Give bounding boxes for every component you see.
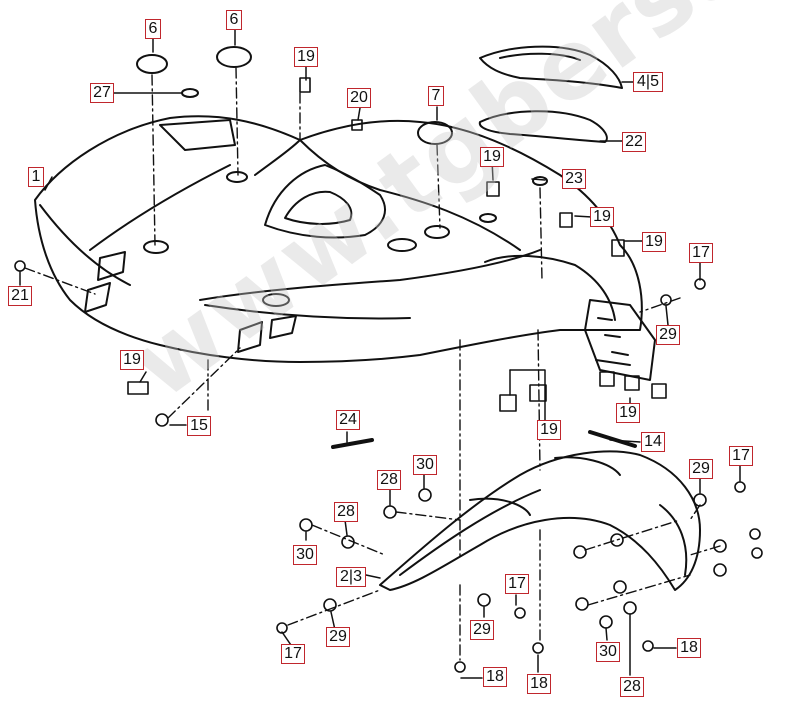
callout-28-b: 28	[334, 502, 358, 522]
callout-19-f: 19	[537, 420, 561, 440]
callout-19-g: 19	[616, 403, 640, 423]
rod-14	[588, 430, 637, 448]
callout-6-right: 6	[226, 10, 242, 30]
callout-17-d: 17	[729, 446, 753, 466]
callout-24: 24	[336, 410, 360, 430]
callout-28-a: 28	[377, 470, 401, 490]
clip-parts	[127, 77, 667, 412]
plug-23	[532, 176, 548, 186]
callout-19-top: 19	[294, 47, 318, 67]
callout-19-b: 19	[480, 147, 504, 167]
callout-29-top: 29	[656, 325, 680, 345]
gasket-ring	[478, 110, 608, 143]
callout-29-c: 29	[326, 627, 350, 647]
callout-23: 23	[562, 169, 586, 189]
assembly-lines	[24, 67, 721, 661]
cap-middle	[216, 46, 252, 68]
callout-17-c: 17	[281, 644, 305, 664]
callout-21: 21	[8, 286, 32, 306]
callout-17-top: 17	[689, 243, 713, 263]
callout-2-3: 2|3	[336, 567, 366, 587]
rod-24	[331, 438, 374, 449]
callout-19-c: 19	[590, 207, 614, 227]
rear-fender	[379, 450, 701, 591]
callout-15: 15	[187, 416, 211, 436]
callout-30-b: 30	[293, 545, 317, 565]
callout-19-d: 19	[642, 232, 666, 252]
plug-27	[181, 88, 199, 98]
callout-18-b: 18	[527, 674, 551, 694]
callout-30-c: 30	[596, 642, 620, 662]
cap-right	[417, 121, 453, 145]
callout-14: 14	[641, 432, 665, 452]
top-trim-piece	[479, 45, 623, 89]
callout-4-5: 4|5	[633, 72, 663, 92]
callout-30-a: 30	[413, 455, 437, 475]
cap-left	[136, 54, 168, 74]
callout-17-b: 17	[505, 574, 529, 594]
callout-29-b: 29	[470, 620, 494, 640]
callout-18-c: 18	[677, 638, 701, 658]
callout-18-a: 18	[483, 667, 507, 687]
callout-6-left: 6	[145, 19, 161, 39]
fasteners	[14, 260, 763, 673]
callout-22: 22	[622, 132, 646, 152]
callout-29-d: 29	[689, 459, 713, 479]
leader-lines	[19, 27, 741, 679]
callout-27: 27	[90, 83, 114, 103]
front-body-panel	[34, 115, 656, 381]
callout-1: 1	[28, 167, 44, 187]
callout-19-e: 19	[120, 350, 144, 370]
callout-7: 7	[428, 86, 444, 106]
callout-28-c: 28	[620, 677, 644, 697]
callout-20: 20	[347, 88, 371, 108]
